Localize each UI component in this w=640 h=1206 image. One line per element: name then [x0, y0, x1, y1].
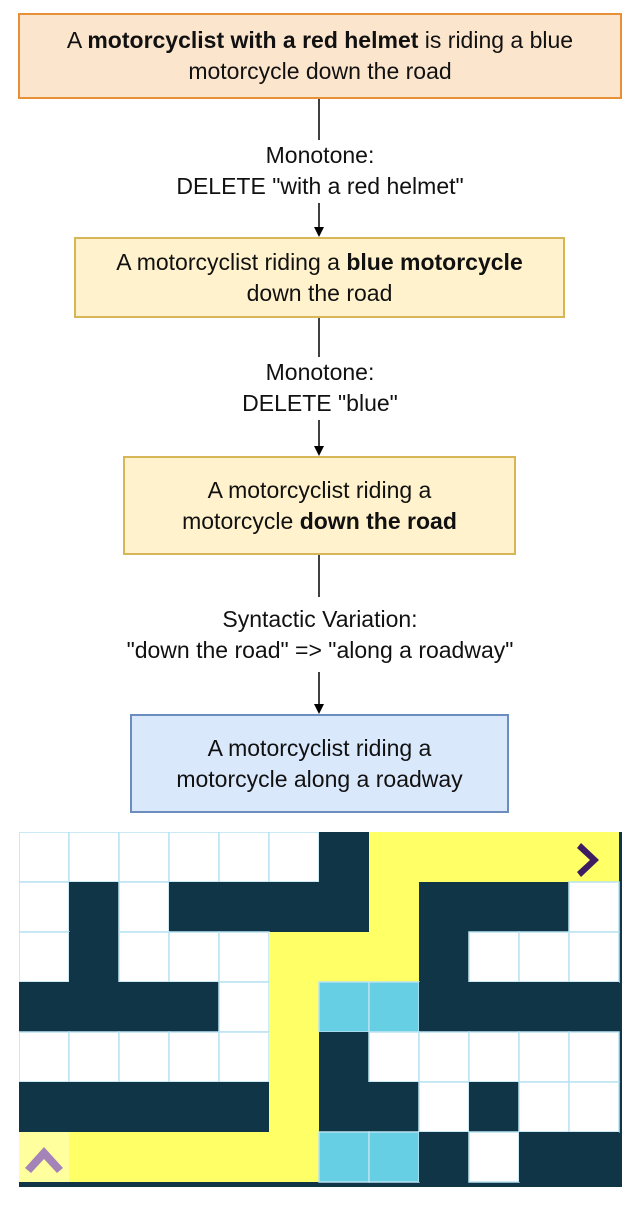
maze-open-cell — [468, 931, 520, 983]
maze-open-cell — [19, 881, 70, 933]
maze-open-cell — [568, 931, 620, 983]
maze-open-cell — [568, 1031, 620, 1083]
maze-wall-cell — [219, 1082, 269, 1132]
step-label-3: Syntactic Variation: "down the road" => … — [126, 606, 514, 663]
maze-open-cell — [218, 931, 270, 983]
maze-wall-cell — [69, 1082, 119, 1132]
step-label-1: Monotone: DELETE "with a red helmet" — [176, 142, 464, 199]
maze-cyan-cell — [368, 981, 420, 1033]
maze-wall-cell — [169, 982, 219, 1032]
maze-wall-cell — [469, 982, 519, 1032]
maze-path-cell — [369, 932, 419, 982]
sentence-box-original: A motorcyclist with a red helmet is ridi… — [18, 13, 622, 99]
maze-open-cell — [118, 931, 170, 983]
maze-wall-cell — [369, 1082, 419, 1132]
maze-wall-cell — [519, 982, 569, 1032]
chevron-up-icon — [25, 1147, 63, 1173]
maze-cyan-cell — [318, 981, 370, 1033]
maze-open-cell — [568, 1081, 620, 1133]
maze-wall-cell — [419, 982, 469, 1032]
maze-wall-cell — [219, 882, 269, 932]
maze-wall-cell — [319, 1082, 369, 1132]
maze-open-cell — [118, 832, 170, 883]
maze-wall-cell — [319, 832, 369, 882]
maze-open-cell — [218, 981, 270, 1033]
sentence-box-step2: A motorcyclist riding a motorcycle down … — [123, 456, 516, 555]
maze-wall-cell — [169, 1082, 219, 1132]
maze-wall-cell — [469, 882, 519, 932]
maze-wall-cell — [569, 1132, 619, 1182]
sentence-box-step1: A motorcyclist riding a blue motorcycle … — [74, 237, 565, 318]
maze-wall-cell — [269, 882, 319, 932]
maze-open-cell — [19, 931, 70, 983]
maze-path-cell — [269, 1082, 319, 1132]
maze-path-cell — [269, 932, 319, 982]
maze-path-cell — [369, 882, 419, 932]
flow-arrows — [314, 99, 324, 714]
maze-open-cell — [168, 832, 220, 883]
maze-cyan-cell — [318, 1131, 370, 1183]
maze-wall-cell — [519, 1132, 569, 1182]
maze-path-cell — [369, 832, 419, 882]
maze-open-cell — [468, 1131, 520, 1183]
maze-wall-cell — [519, 882, 569, 932]
maze-open-cell — [168, 931, 220, 983]
maze-open-cell — [218, 832, 270, 883]
sentence-box-final: A motorcyclist riding a motorcycle along… — [130, 714, 509, 813]
maze-path-cell — [119, 1132, 169, 1182]
maze-open-cell — [168, 1031, 220, 1083]
maze-open-cell — [19, 1031, 70, 1083]
maze-open-cell — [418, 1081, 470, 1133]
maze-path-cell — [419, 832, 469, 882]
maze-wall-cell — [319, 1032, 369, 1082]
maze-wall-cell — [419, 882, 469, 932]
maze-open-cell — [68, 1031, 120, 1083]
chevron-right-icon — [577, 843, 599, 877]
maze-wall-cell — [169, 882, 219, 932]
maze-open-cell — [68, 832, 120, 883]
maze-wall-cell — [19, 1082, 69, 1132]
step-label-2: Monotone: DELETE "blue" — [242, 359, 398, 416]
maze-wall-cell — [319, 882, 369, 932]
maze-wall-cell — [69, 982, 119, 1032]
maze-path-cell — [219, 1132, 269, 1182]
maze-grid — [19, 832, 622, 1187]
maze-open-cell — [568, 881, 620, 933]
maze-wall-cell — [469, 1082, 519, 1132]
maze-wall-cell — [69, 932, 119, 982]
maze-open-cell — [518, 931, 570, 983]
maze-path-cell — [469, 832, 519, 882]
maze-path-cell — [519, 832, 569, 882]
maze-open-cell — [268, 832, 320, 883]
maze-path-cell — [269, 1032, 319, 1082]
maze-wall-cell — [19, 982, 69, 1032]
maze-path-cell — [269, 982, 319, 1032]
maze-path-cell — [69, 1132, 119, 1182]
maze-open-cell — [218, 1031, 270, 1083]
maze-open-cell — [118, 1031, 170, 1083]
maze-wall-cell — [119, 982, 169, 1032]
maze-open-cell — [468, 1031, 520, 1083]
maze-wall-cell — [69, 882, 119, 932]
maze-wall-cell — [119, 1082, 169, 1132]
maze-wall-cell — [419, 1132, 469, 1182]
maze-path-cell — [169, 1132, 219, 1182]
maze-cyan-cell — [368, 1131, 420, 1183]
maze-open-cell — [19, 832, 70, 883]
maze-path-cell — [269, 1132, 319, 1182]
maze-wall-cell — [569, 982, 619, 1032]
maze-open-cell — [368, 1031, 420, 1083]
maze-path-cell — [319, 932, 369, 982]
maze-open-cell — [118, 881, 170, 933]
maze-wall-cell — [419, 932, 469, 982]
maze-open-cell — [518, 1081, 570, 1133]
maze-open-cell — [418, 1031, 470, 1083]
maze-open-cell — [518, 1031, 570, 1083]
